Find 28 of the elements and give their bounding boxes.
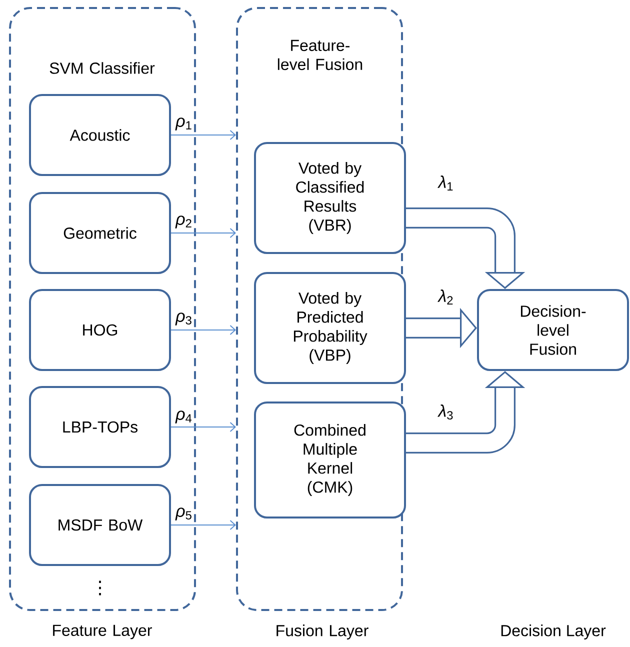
arrow [170, 325, 236, 335]
arrow [170, 228, 236, 238]
group-title: Feature-level Fusion [278, 40, 362, 70]
layer-heading: Decision Layer [501, 624, 606, 640]
process-box: Acoustic [29, 94, 171, 176]
edge-label: ρ$_{2}$ [174, 214, 194, 230]
edge-label: ρ$_{1}$ [174, 116, 194, 132]
process-box: LBP-TOPs [29, 386, 171, 468]
group-title: SVM Classifier [50, 62, 155, 74]
process-box: Voted by Classified Results (VBR) [254, 142, 406, 254]
process-box: Geometric [29, 192, 171, 274]
decision-box: Decision-level Fusion [477, 289, 629, 371]
layer-heading: Fusion Layer [276, 624, 368, 640]
layer-heading: Feature Layer [53, 624, 152, 640]
process-box: MSDF BoW [29, 484, 171, 566]
process-box: Combined Multiple Kernel (CMK) [254, 402, 406, 518]
edge-label: λ$_{1}$ [437, 174, 455, 192]
block-arrow [406, 208, 526, 289]
edge-label: ρ$_{5}$ [174, 506, 194, 522]
process-box: Voted by Predicted Probability (VBP) [254, 272, 406, 384]
process-box: HOG [29, 289, 171, 371]
edge-label: ρ$_{4}$ [174, 410, 194, 424]
arrow [170, 422, 236, 432]
edge-label: λ$_{2}$ [437, 288, 455, 306]
edge-label: ρ$_{3}$ [174, 312, 194, 326]
edge-label: λ$_{3}$ [437, 404, 455, 421]
arrow [170, 520, 236, 530]
arrow [170, 130, 236, 140]
